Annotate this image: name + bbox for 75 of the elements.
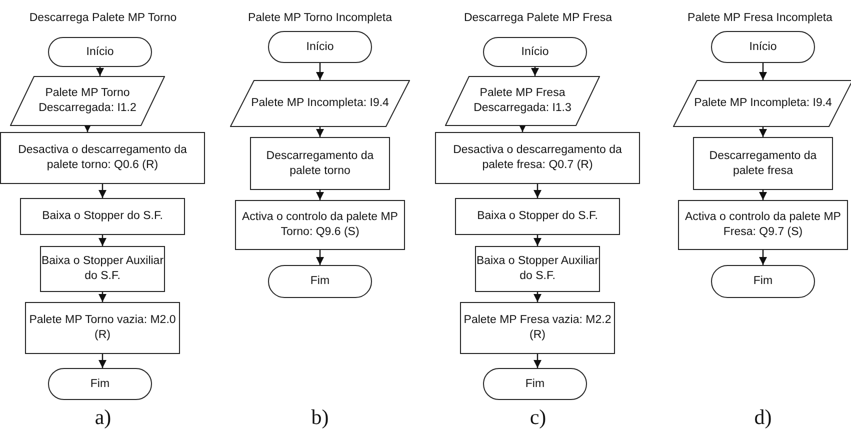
node-text: Descarregamento da palete fresa — [708, 148, 818, 178]
node-text: Desactiva o descarregamento da palete fresa: Q0.7 (R) — [452, 143, 623, 173]
panel-letter: a) — [94, 405, 112, 430]
arrow — [316, 127, 324, 137]
terminal-shape — [711, 265, 815, 298]
node-text: Fim — [753, 274, 773, 289]
process-box — [460, 302, 615, 354]
panel-letter: d) — [754, 405, 772, 430]
process-box — [693, 137, 833, 190]
node-text: Palete MP Torno vazia: M2.0 (R) — [28, 313, 177, 343]
process-box — [0, 132, 205, 184]
node-text: Início — [521, 44, 549, 60]
process-box — [435, 132, 640, 184]
arrow — [534, 235, 542, 246]
arrow — [534, 354, 542, 368]
node-text: Baixa o Stopper Auxiliar do S.F. — [476, 254, 599, 284]
arrow — [518, 124, 526, 132]
node-text: Baixa o Stopper do S.F. — [477, 209, 598, 224]
arrow — [316, 63, 324, 80]
arrow — [98, 235, 106, 246]
node-text: Descarregamento da palete torno — [265, 148, 375, 178]
node-text: Desactiva o descarregamento da palete torno: Q0.6 (R) — [17, 143, 188, 173]
process-box — [455, 198, 620, 235]
process-box — [25, 302, 180, 354]
node-text: Início — [749, 40, 777, 54]
arrow — [316, 250, 324, 265]
node-text: Palete MP Fresa vazia: M2.2 (R) — [462, 313, 612, 343]
chart-title: Descarrega Palete MP Fresa — [464, 12, 612, 24]
input-parallelogram — [10, 76, 165, 126]
arrow — [98, 354, 106, 368]
terminal-shape — [711, 31, 815, 63]
panel-letter: b) — [311, 405, 329, 430]
node-text: Palete MP Fresa Descarregada: I1.3 — [472, 86, 572, 116]
process-box — [235, 200, 405, 250]
arrow — [759, 190, 767, 200]
arrow — [759, 127, 767, 137]
input-parallelogram — [445, 76, 600, 126]
node-text: Início — [86, 44, 114, 60]
arrow — [98, 292, 106, 302]
node-text: Início — [306, 40, 334, 54]
arrow — [96, 67, 104, 76]
arrow — [84, 124, 92, 132]
input-parallelogram — [673, 80, 851, 127]
node-text: Fim — [90, 376, 110, 392]
arrow — [316, 190, 324, 200]
arrow — [534, 292, 542, 302]
process-box — [678, 200, 848, 250]
node-text: Palete MP Incompleta: I9.4 — [251, 96, 389, 111]
process-box — [475, 246, 600, 292]
node-text: Fim — [310, 274, 330, 289]
terminal-shape — [268, 31, 372, 63]
chart-title: Palete MP Torno Incompleta — [248, 12, 392, 24]
arrow — [759, 250, 767, 265]
chart-title: Descarrega Palete MP Torno — [29, 12, 177, 24]
node-text: Fim — [525, 376, 545, 392]
terminal-shape — [268, 265, 372, 298]
node-text: Palete MP Torno Descarregada: I1.2 — [38, 86, 138, 116]
node-text: Baixa o Stopper do S.F. — [42, 209, 163, 224]
process-box — [40, 246, 165, 292]
terminal-shape — [483, 368, 587, 400]
node-text: Activa o controlo da palete MP Torno: Q9.6 (S) — [241, 210, 399, 240]
arrow — [531, 67, 539, 76]
input-parallelogram — [230, 80, 410, 127]
arrow — [534, 184, 542, 198]
terminal-shape — [483, 37, 587, 67]
arrow — [98, 184, 106, 198]
node-text: Activa o controlo da palete MP Fresa: Q9.7 (S) — [684, 210, 842, 240]
process-box — [250, 137, 390, 190]
terminal-shape — [48, 368, 152, 400]
node-text: Baixa o Stopper Auxiliar do S.F. — [41, 254, 164, 284]
panel-letter: c) — [530, 405, 546, 430]
node-text: Palete MP Incompleta: I9.4 — [694, 96, 832, 111]
terminal-shape — [48, 37, 152, 67]
arrow — [759, 63, 767, 80]
process-box — [20, 198, 185, 235]
